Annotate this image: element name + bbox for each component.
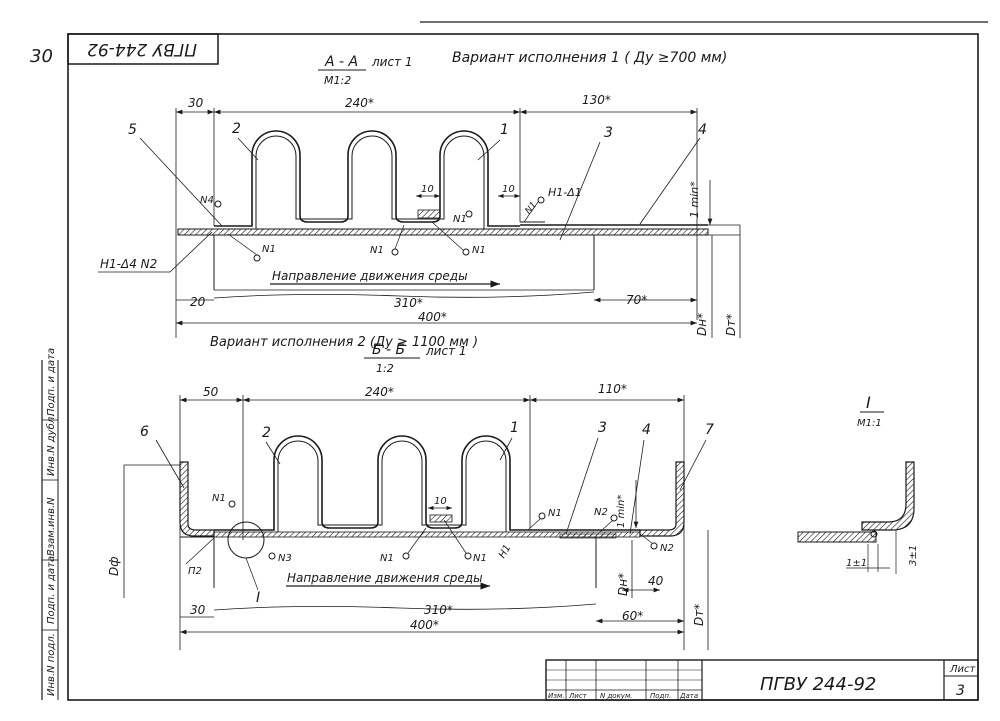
v2-title: Вариант исполнения 2 (Ду ≥ 1100 мм ) bbox=[210, 335, 478, 350]
v2-flange-right bbox=[639, 461, 685, 537]
v1-dim-dt: Dт* bbox=[724, 314, 738, 336]
side-cell-podp-data-1: Подп. и дата bbox=[46, 556, 57, 624]
v1-dim-10b: 10 bbox=[502, 184, 515, 195]
page-number: 30 bbox=[30, 46, 53, 67]
v2-dim-60: 60* bbox=[622, 609, 643, 623]
v2-callout-3: 3 bbox=[598, 420, 607, 436]
v1-dim-70: 70* bbox=[626, 293, 647, 307]
top-doc-code: ПГВУ 244-92 bbox=[87, 39, 197, 59]
title-block: Изм. Лист N докум. Подп. Дата ПГВУ 244-9… bbox=[545, 659, 979, 701]
v2-flange-left bbox=[179, 461, 215, 537]
v1-dim-10a: 10 bbox=[421, 184, 434, 195]
v2-weld-n3: N3 bbox=[278, 553, 292, 564]
v1-weld-n4: N4 bbox=[200, 195, 214, 206]
detail-title: I bbox=[866, 393, 871, 412]
v1-dim-240: 240* bbox=[345, 96, 374, 110]
v2-flow-label: Направление движения среды bbox=[287, 571, 483, 585]
v1-callout-2: 2 bbox=[232, 121, 241, 137]
tb-sheet-label: Лист bbox=[949, 664, 977, 675]
tb-col-izm: Изм. bbox=[548, 692, 564, 700]
v2-dim-310: 310* bbox=[424, 603, 453, 617]
side-cell-inv-dubl: Инв.N дубл. bbox=[45, 414, 57, 476]
top-code-box: ПГВУ 244-92 bbox=[67, 33, 219, 65]
v2-bellows bbox=[214, 435, 640, 531]
v1-dim-20: 20 bbox=[190, 295, 206, 309]
v2-pipe-wall bbox=[213, 531, 641, 538]
tb-col-podp: Подп. bbox=[650, 692, 671, 700]
v2-weld-n1b: N1 bbox=[380, 553, 394, 564]
v1-weld-n1e: N1 bbox=[524, 200, 540, 216]
v2-callout-6: 6 bbox=[140, 424, 149, 440]
v2-dim-dt: Dт* bbox=[692, 604, 706, 626]
v1-callout-4: 4 bbox=[698, 122, 707, 138]
variant1-drawing: 30 240* 130* 10 10 20 310* 70* 400* 1 mi… bbox=[98, 93, 741, 338]
v2-callout-2: 2 bbox=[262, 425, 271, 441]
v1-weld-n1a: N1 bbox=[262, 244, 276, 255]
tb-col-ndokum: N докум. bbox=[600, 692, 632, 700]
sheet-frame bbox=[41, 21, 988, 701]
v2-weld-n1d: N1 bbox=[548, 508, 562, 519]
v1-flow-label: Направление движения среды bbox=[272, 269, 468, 283]
detail-scale: М1:1 bbox=[857, 418, 882, 429]
v2-scale: 1:2 bbox=[376, 362, 394, 375]
v1-scale: М1:2 bbox=[324, 74, 351, 87]
v2-dim-dn: Dн* bbox=[616, 573, 630, 596]
tb-doc-code: ПГВУ 244-92 bbox=[760, 674, 876, 695]
v2-dim-10: 10 bbox=[434, 496, 447, 507]
v1-weld-n1b: N1 bbox=[370, 245, 384, 256]
v2-dim-30: 30 bbox=[190, 603, 206, 617]
v1-weld-n1d: N1 bbox=[453, 214, 467, 225]
v2-callout-7: 7 bbox=[705, 422, 714, 438]
v1-title: Вариант исполнения 1 ( Ду ≥700 мм) bbox=[452, 50, 727, 66]
v2-weld-p2: П2 bbox=[188, 566, 202, 577]
v2-weld-n2a: N2 bbox=[594, 507, 608, 518]
detail-view: I М1:1 1±1 3±1 bbox=[797, 393, 919, 574]
v1-callout-1: 1 bbox=[500, 122, 509, 138]
tb-col-data: Дата bbox=[679, 692, 698, 700]
v2-weld-h1: Н1 bbox=[497, 543, 513, 561]
v2-section-label: Б - Б bbox=[372, 342, 405, 358]
v2-weld-n2b: N2 bbox=[660, 543, 674, 554]
v2-dim-40: 40 bbox=[648, 574, 664, 588]
v1-dim-400: 400* bbox=[418, 310, 447, 324]
detail-dim-b: 3±1 bbox=[908, 545, 919, 566]
v2-weld-n1c: N1 bbox=[473, 553, 487, 564]
v1-weld-h1d1: Н1-Δ1 bbox=[548, 186, 582, 199]
v1-section-label: А - А bbox=[324, 54, 358, 70]
v2-dim-400: 400* bbox=[410, 618, 439, 632]
v2-dim-240: 240* bbox=[365, 385, 394, 399]
variant2-header: Вариант исполнения 2 (Ду ≥ 1100 мм ) Б -… bbox=[210, 335, 478, 375]
v2-sheet-ref: лист 1 bbox=[425, 344, 467, 358]
variant2-drawing: I 50 240* 110* 10 30 310* 400* 40 60* Dф… bbox=[107, 382, 714, 650]
v1-sheet-ref: лист 1 bbox=[371, 55, 413, 69]
v1-callout-5: 5 bbox=[128, 122, 137, 138]
variant1-header: А - А лист 1 М1:2 Вариант исполнения 1 (… bbox=[318, 50, 727, 87]
v2-dim-min1: 1 min* bbox=[616, 495, 627, 528]
v2-weld-n1a: N1 bbox=[212, 493, 226, 504]
v1-weld-h1d4: Н1-Δ4 N2 bbox=[100, 257, 157, 271]
v2-callout-4: 4 bbox=[642, 422, 651, 438]
v1-dim-min1: 1 min* bbox=[688, 181, 701, 218]
v2-dim-df: Dф bbox=[107, 557, 121, 577]
side-strip: Инв.N подл. Подп. и дата Взам.инв.N Инв.… bbox=[42, 348, 58, 696]
tb-col-list: Лист bbox=[568, 692, 588, 700]
v1-dim-130: 130* bbox=[582, 93, 611, 107]
v1-weld-n1c: N1 bbox=[472, 245, 486, 256]
v2-detail-marker: I bbox=[256, 590, 260, 606]
v1-dim-dn: Dн* bbox=[695, 313, 709, 336]
v2-callout-1: 1 bbox=[510, 420, 519, 436]
side-cell-vzam-inv: Взам.инв.N bbox=[46, 497, 57, 556]
v1-callout-3: 3 bbox=[604, 125, 613, 141]
v1-bellows bbox=[214, 130, 520, 227]
detail-dim-a: 1±1 bbox=[846, 558, 867, 569]
v2-dim-50: 50 bbox=[203, 385, 219, 399]
v1-dim-310: 310* bbox=[394, 296, 423, 310]
tb-sheet-number: 3 bbox=[956, 683, 965, 699]
v2-dim-110: 110* bbox=[598, 382, 627, 396]
side-cell-inv-podl: Инв.N подл. bbox=[46, 633, 57, 696]
v1-dim-30: 30 bbox=[188, 96, 204, 110]
side-cell-podp-data-2: Подп. и дата bbox=[46, 348, 57, 416]
